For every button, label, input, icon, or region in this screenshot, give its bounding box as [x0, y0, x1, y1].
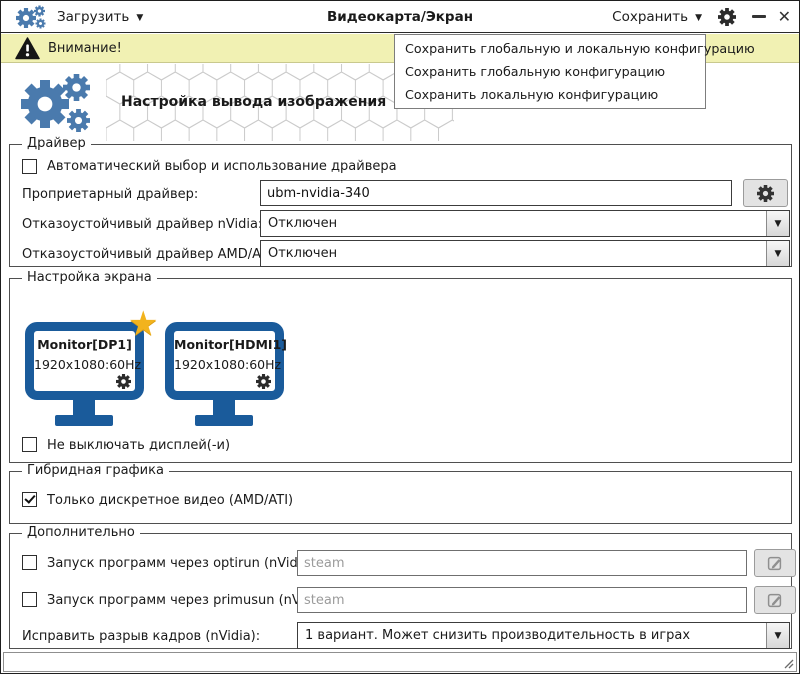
primary-monitor-star-icon: ★ [128, 304, 159, 344]
failsafe-amd-select[interactable]: Отключен ▼ [260, 240, 790, 267]
save-dropdown-menu: Сохранить глобальную и локальную конфигу… [394, 34, 755, 109]
failsafe-amd-label: Отказоустойчивый драйвер AMD/ATI: [22, 247, 277, 262]
failsafe-nvidia-select[interactable]: Отключен ▼ [260, 210, 790, 237]
chevron-down-icon: ▼ [774, 630, 782, 641]
settings-gear-icon[interactable] [718, 8, 736, 26]
edit-pencil-icon [767, 556, 782, 571]
menu-item-save-global-and-local[interactable]: Сохранить глобальную и локальную конфигу… [405, 41, 755, 56]
proprietary-driver-label: Проприетарный драйвер: [22, 187, 199, 202]
optirun-program-input[interactable] [297, 550, 747, 576]
proprietary-driver-settings-button[interactable] [743, 179, 788, 207]
hybrid-group-legend: Гибридная графика [22, 463, 169, 478]
optirun-edit-button[interactable] [754, 549, 796, 577]
driver-group-legend: Драйвер [22, 136, 91, 151]
minimize-icon[interactable] [752, 15, 766, 18]
chevron-down-icon: ▼ [774, 218, 782, 229]
tear-fix-label: Исправить разрыв кадров (nVidia): [22, 629, 261, 644]
warning-text: Внимание! [48, 41, 122, 56]
monitor-stand-base [55, 415, 113, 426]
primusun-edit-button[interactable] [754, 586, 796, 614]
app-logo-gears-icon [16, 5, 46, 29]
monitor-mode: 1920x1080:60Hz [174, 357, 282, 372]
chevron-down-icon: ▼ [774, 248, 782, 259]
load-menu-button[interactable]: Загрузить ▼ [57, 1, 143, 33]
monitor-hdmi1[interactable]: Monitor[HDMI1] 1920x1080:60Hz [165, 322, 287, 400]
failsafe-nvidia-value: Отключен [268, 216, 338, 231]
gears-logo-icon [21, 74, 90, 132]
extra-group-legend: Дополнительно [22, 525, 140, 540]
monitor-settings-gear-icon[interactable] [256, 374, 271, 389]
toolbar: Загрузить▼ Видеокарта/Экран Сохранить▼ ✕ [1, 1, 799, 33]
optirun-label: Запуск программ через optirun (nVidia): [47, 556, 319, 571]
save-menu-button[interactable]: Сохранить ▼ [612, 1, 702, 33]
combo-arrow-button[interactable]: ▼ [766, 211, 789, 236]
discrete-only-checkbox[interactable] [22, 492, 37, 507]
screen-group-legend: Настройка экрана [22, 270, 157, 285]
primusun-checkbox[interactable] [22, 592, 37, 607]
save-menu-label: Сохранить [612, 9, 689, 25]
discrete-only-label: Только дискретное видео (AMD/ATI) [47, 493, 294, 508]
keep-display-on-label: Не выключать дисплей(-и) [47, 438, 231, 453]
close-icon[interactable]: ✕ [777, 7, 791, 26]
resize-grip-icon[interactable] [782, 657, 794, 669]
tear-fix-select[interactable]: 1 вариант. Может снизить производительно… [297, 622, 790, 649]
monitor-name: Monitor[DP1] [37, 337, 132, 352]
tear-fix-value: 1 вариант. Может снизить производительно… [305, 628, 691, 643]
warning-triangle-icon [15, 37, 40, 60]
monitor-stand-base [195, 415, 253, 426]
load-menu-label: Загрузить [57, 9, 130, 25]
menu-item-save-global[interactable]: Сохранить глобальную конфигурацию [405, 64, 666, 79]
monitor-settings-gear-icon[interactable] [116, 374, 131, 389]
optirun-checkbox[interactable] [22, 555, 37, 570]
chevron-down-icon: ▼ [695, 13, 702, 23]
monitor-stand [213, 399, 235, 415]
hybrid-groupbox: Гибридная графика Только дискретное виде… [9, 463, 792, 524]
auto-driver-checkbox[interactable] [22, 159, 37, 174]
driver-groupbox: Драйвер Автоматический выбор и использов… [9, 136, 792, 267]
auto-driver-label: Автоматический выбор и использование дра… [47, 159, 397, 174]
extra-groupbox: Дополнительно Запуск программ через opti… [9, 525, 796, 649]
proprietary-driver-input[interactable] [260, 180, 732, 206]
monitor-dp1[interactable]: Monitor[DP1] 1920x1080:60Hz [25, 322, 144, 400]
primusun-program-input[interactable] [297, 587, 747, 613]
failsafe-amd-value: Отключен [268, 246, 338, 261]
status-bar [3, 652, 797, 672]
menu-item-save-local[interactable]: Сохранить локальную конфигурацию [405, 87, 659, 102]
failsafe-nvidia-label: Отказоустойчивый драйвер nVidia: [22, 217, 263, 232]
primusun-label: Запуск программ через primusun (nVidia): [47, 593, 334, 608]
monitor-stand [73, 399, 95, 415]
screen-groupbox: Настройка экрана ★ Monitor[DP1] 1920x108… [9, 270, 792, 463]
section-title: Настройка вывода изображения [121, 94, 387, 110]
combo-arrow-button[interactable]: ▼ [766, 623, 789, 648]
edit-pencil-icon [767, 593, 782, 608]
monitor-mode: 1920x1080:60Hz [34, 357, 142, 372]
monitor-name: Monitor[HDMI1] [174, 337, 287, 352]
keep-display-on-checkbox[interactable] [22, 437, 37, 452]
gear-icon [757, 184, 774, 202]
combo-arrow-button[interactable]: ▼ [766, 241, 789, 266]
chevron-down-icon: ▼ [136, 13, 144, 23]
